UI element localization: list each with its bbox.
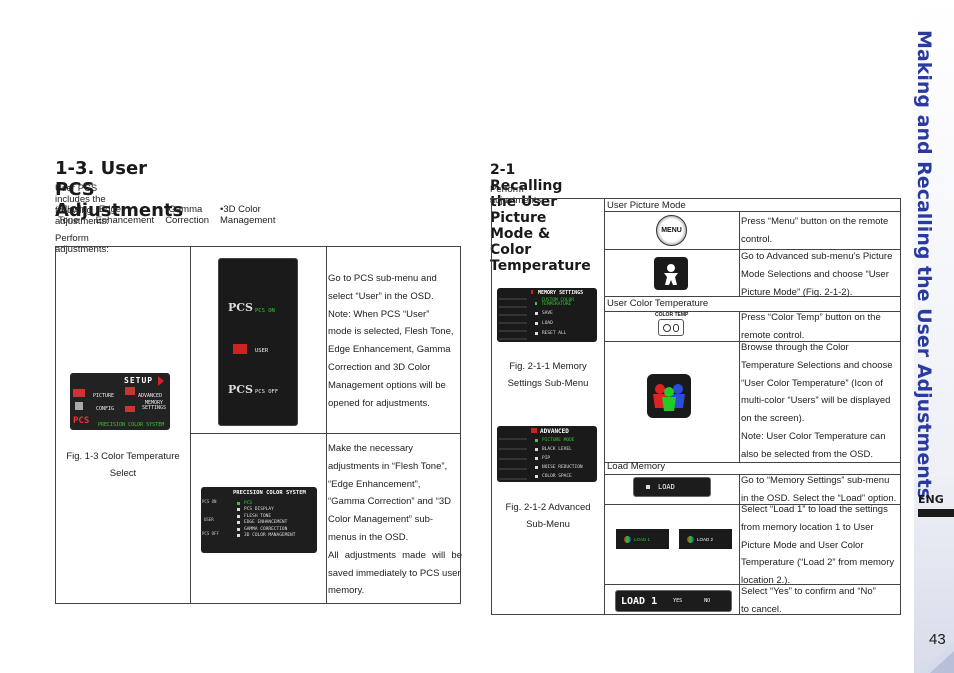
- pcs-sub-list: PCS PCS DISPLAY FLESH TONE EDGE ENHANCEM…: [233, 500, 315, 539]
- user-icon: [233, 344, 247, 354]
- multi-color-users-icon: [647, 374, 691, 418]
- perform-label: Perform adjustments:: [55, 233, 109, 255]
- menu-button-icon: MENU: [656, 215, 687, 246]
- pcs-sub-title: PRECISION COLOR SYSTEM: [233, 490, 306, 496]
- bullet-item: •Edge Enhancement: [95, 204, 155, 226]
- advanced-menu-screenshot: ADVANCED PICTURE MODE BLACK LEVEL PIP NO…: [497, 426, 597, 482]
- pcs-off-label: PCS OFF: [255, 389, 279, 395]
- pcs-logo: PCS: [228, 301, 253, 314]
- bullet-item: •Gamma Correction: [165, 204, 210, 226]
- color-temp-button-icon: [658, 319, 684, 336]
- page-number: 43: [929, 631, 946, 648]
- user-picture-icon: [654, 257, 688, 290]
- pcs-table: SETUP PICTURE ADVANCED CONFIG MEMORY SET…: [55, 246, 462, 604]
- pcs-intro: User PCS includes the following adjustme…: [55, 183, 109, 227]
- header-picture-mode: User Picture Mode: [607, 200, 686, 211]
- pcs-logo: PCS: [228, 383, 253, 396]
- header-load-memory: Load Memory: [607, 461, 666, 472]
- page-corner-icon: [918, 643, 954, 673]
- pcs-mode-screenshot: PCS PCS ON USER PCS PCS OFF: [218, 258, 298, 426]
- color-temp-label: COLOR TEMP: [655, 312, 689, 318]
- memory-settings-screenshot: MEMORY SETTINGS CUSTOM COLOR TEMPERATURE…: [497, 288, 597, 342]
- play-arrow-icon: [158, 376, 164, 386]
- wrench-icon: [75, 402, 83, 410]
- load1-screenshot: LOAD 1: [616, 529, 669, 549]
- side-tab: [914, 0, 954, 673]
- bullet-item: •3D Color Management: [220, 204, 276, 226]
- picture-icon: [73, 389, 85, 397]
- bullet-item: •Flesh Tone: [58, 204, 85, 226]
- setup-item-memory: MEMORY SETTINGS: [141, 400, 167, 411]
- load-option-screenshot: LOAD: [633, 477, 711, 497]
- language-bar: [918, 509, 954, 517]
- pcs-on-label: PCS ON: [255, 308, 275, 314]
- setup-item-config: CONFIG: [96, 406, 115, 412]
- perform-label: Perform adjustments:: [490, 184, 544, 206]
- memory-icon: [125, 406, 135, 412]
- load2-screenshot: LOAD 2: [679, 529, 732, 549]
- language-label: ENG: [918, 493, 944, 506]
- setup-item-picture: PICTURE: [93, 393, 115, 399]
- setup-menu-screenshot: SETUP PICTURE ADVANCED CONFIG MEMORY SET…: [70, 373, 170, 430]
- setup-title: SETUP: [124, 376, 154, 385]
- recall-table: User Picture Mode User Color Temperature…: [491, 198, 901, 615]
- section-title-pcs: 1-3. User PCS Adjustments: [55, 158, 184, 221]
- side-title: Making and Recalling the User Adjustment…: [913, 30, 935, 500]
- pcs-logo: PCS: [73, 416, 90, 426]
- setup-item-advanced: ADVANCED: [138, 393, 163, 399]
- header-color-temp: User Color Temperature: [607, 298, 709, 309]
- setup-item-pcs: PRECISION COLOR SYSTEM: [98, 422, 165, 428]
- load-confirm-screenshot: LOAD 1 YES NO: [615, 590, 732, 612]
- pcs-submenu-screenshot: PRECISION COLOR SYSTEM PCS ON USER PCS O…: [201, 487, 317, 553]
- advanced-icon: [125, 387, 135, 395]
- pcs-bullets: •Flesh Tone •Edge Enhancement •Gamma Cor…: [58, 204, 275, 226]
- user-label: USER: [255, 348, 269, 354]
- desc-yes-no: Select “Yes” to confirm and “No”to cance…: [741, 586, 876, 615]
